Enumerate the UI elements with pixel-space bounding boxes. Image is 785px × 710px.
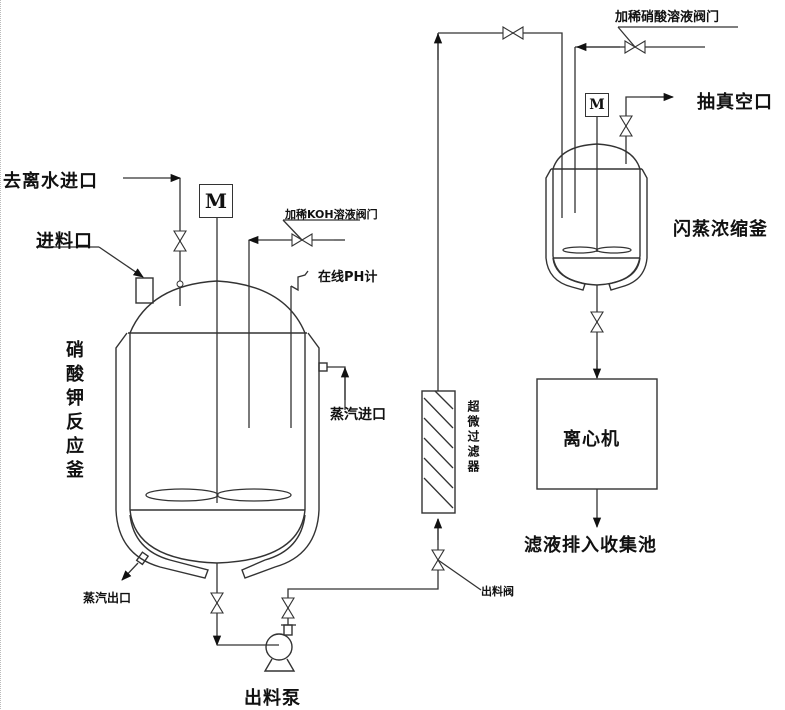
vacuum-pipe xyxy=(625,96,672,148)
filter-label: 超微过滤器 xyxy=(466,400,480,475)
flash-jacket-left xyxy=(545,168,586,291)
flash-jacket-right xyxy=(608,168,648,291)
koh-valve-leader xyxy=(282,219,303,241)
steam-outlet-label: 蒸汽出口 xyxy=(83,591,132,605)
nitric-acid-valve-leader xyxy=(617,26,636,48)
pump-discharge-pipe xyxy=(287,519,439,625)
reactor-drain-valve[interactable] xyxy=(210,592,224,614)
centrifuge-label: 离心机 xyxy=(563,429,620,450)
flash-bottom-head xyxy=(552,255,641,286)
koh-valve-label: 加稀KOH溶液阀门 xyxy=(285,208,378,221)
water-inlet-nozzle xyxy=(176,280,184,288)
flash-evaporator xyxy=(545,115,648,291)
flash-drain-valve[interactable] xyxy=(590,311,604,333)
vacuum-valve[interactable] xyxy=(619,115,633,137)
ph-probe-wire xyxy=(290,270,309,292)
feed-port-leader xyxy=(98,246,144,278)
flash-impeller-blade-left xyxy=(562,246,598,254)
steam-inlet-label: 蒸汽进口 xyxy=(330,407,386,423)
filtrate-outlet-label: 滤液排入收集池 xyxy=(524,535,657,556)
page-left-border xyxy=(0,0,2,709)
water-inlet-label: 去离水进口 xyxy=(3,171,98,192)
flash-tank-feed-pipe xyxy=(438,32,563,218)
reactor-jacket-right xyxy=(241,332,320,579)
pump-outlet-valve[interactable] xyxy=(281,597,295,619)
discharge-pump[interactable] xyxy=(263,624,296,672)
reactor-label: 硝酸钾反应釜 xyxy=(63,340,84,484)
flash-motor-label: M xyxy=(589,97,605,113)
ultrafine-filter xyxy=(421,390,456,514)
nitric-acid-valve-label: 加稀硝酸溶液阀门 xyxy=(615,10,720,25)
flash-feed-valve[interactable] xyxy=(502,26,524,40)
feed-port-nozzle xyxy=(135,277,154,304)
reactor-impeller-blade-left xyxy=(145,488,219,502)
reactor-jacket-left xyxy=(115,332,209,579)
nitric-acid-valve[interactable] xyxy=(624,40,646,54)
discharge-valve-label: 出料阀 xyxy=(481,585,514,598)
discharge-valve[interactable] xyxy=(431,549,445,571)
feed-port-label: 进料口 xyxy=(36,231,93,252)
steam-outlet-nozzle xyxy=(135,551,150,566)
koh-valve[interactable] xyxy=(291,233,313,247)
reactor-motor-label: M xyxy=(204,189,228,213)
water-inlet-valve[interactable] xyxy=(173,230,187,252)
pump-label: 出料泵 xyxy=(244,688,301,709)
steam-outlet-arrow xyxy=(121,562,139,581)
flash-motor: M xyxy=(585,93,609,117)
main-reactor xyxy=(115,178,328,579)
reactor-motor: M xyxy=(199,184,233,218)
reactor-impeller-blade-right xyxy=(216,488,292,502)
flash-tank-label: 闪蒸浓缩釜 xyxy=(673,219,768,240)
discharge-valve-leader xyxy=(437,559,482,591)
vacuum-port-label: 抽真空口 xyxy=(697,92,773,113)
flash-impeller-blade-right xyxy=(596,246,632,254)
steam-inlet-nozzle xyxy=(318,362,328,372)
ph-meter-label: 在线PH计 xyxy=(318,270,378,285)
